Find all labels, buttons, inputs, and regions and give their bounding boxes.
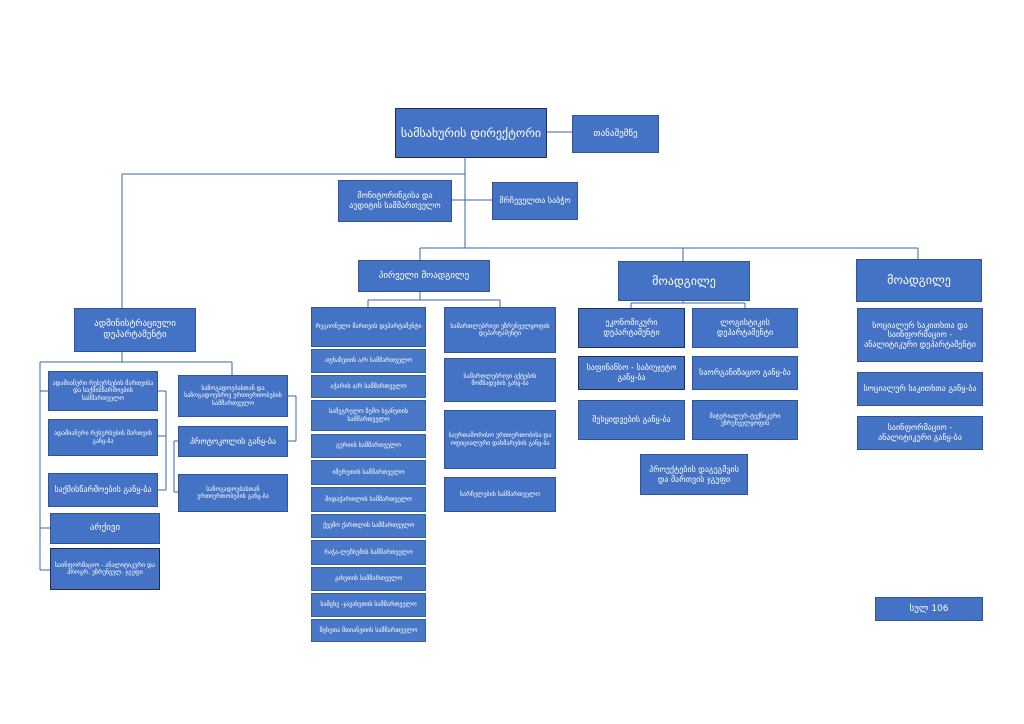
regional-unit-imereti: იმერეთის სამმართველო (311, 460, 426, 485)
regional-unit-guria: გურიის სამმართველო (311, 434, 426, 458)
legal-acts-division-box: სამართლებრივი აქტების მომზადების განყ-ბა (444, 358, 556, 402)
finance-division-box: საფინანსო - საბიუჯეტო განყ-ბა (578, 356, 685, 390)
deputy-box-2: მოადგილე (856, 259, 982, 302)
protocol-division-box: პროტოკოლის განყ-ბა (178, 426, 288, 457)
assistant-box: თანაშემწე (572, 115, 659, 153)
economic-department-box: ეკონომიკური დეპარტამენტი (578, 308, 685, 348)
regional-unit-samtskhe: სამცხე -ჯავახეთის სამმართველო (311, 593, 426, 617)
monitoring-audit-box: მონიტორინგისა და აუდიტის სამმართველო (338, 180, 452, 222)
regional-unit-abkhazia: აფხაზეთის ა/რ სამმართველო (311, 349, 426, 373)
claims-unit-box: სარჩელების სამმართველო (444, 477, 556, 512)
social-analytics-division-box: საინფორმაციო - ანალიტიკური განყ-ბა (857, 416, 983, 450)
staff-total-box: სულ 106 (875, 597, 983, 621)
advisory-council-box: მრჩეველთა საბჭო (492, 182, 578, 220)
public-relations-division-box: საზოგადოებასთან ურთიერთობების განყ-ბა (178, 474, 288, 512)
regional-unit-adjara: აჭარის ა/რ სამმართველო (311, 375, 426, 398)
admin-department-box: ადმინისტრაციული დეპარტამენტი (74, 308, 196, 352)
legal-department-box: სამართლებრივი უზრუნველყოფის დეპარტამენტი (444, 307, 556, 353)
social-issues-division-box: სოციალურ საკითხთა განყ-ბა (857, 372, 983, 406)
director-box: სამსახურის დირექტორი (395, 108, 547, 158)
regional-department-box: რეგიონული მართვის დეპარტამენტი (311, 307, 426, 347)
material-support-box: მატერიალურ-ტექნიკური უზრუნველყოფის (692, 400, 798, 440)
procurement-division-box: შესყიდვების განყ-ბა (578, 400, 685, 440)
logistics-department-box: ლოგისტიკის დეპარტამენტი (692, 308, 798, 348)
international-division-box: საერთაშორისო ურთიერთობისა და ოფიციალური … (444, 410, 556, 469)
regional-unit-mtskheta: მცხეთა მთიანეთის სამმართველო (311, 619, 426, 642)
first-deputy-box: პირველი მოადგილე (358, 260, 490, 292)
regional-unit-kvemo-kartli: ქვემო ქართლის სამმართველო (311, 514, 426, 538)
projects-group-box: პროექტების დაგეგმვის და მართვის ჯგუფი (640, 454, 748, 495)
regional-unit-samegrelo: სამეგრელო ზემო სვანეთის სამმართველო (311, 400, 426, 431)
hr-division-box: ადამიანური რესურსების მართვის განყ-ბა (48, 419, 158, 456)
regional-unit-racha: რაჭა-ლეჩხუმის სამმართველო (311, 540, 426, 565)
regional-unit-shida-kartli: შიდაქართლის სამმართველო (311, 487, 426, 512)
records-division-box: საქმისწარმოების განყ-ბა (48, 473, 158, 507)
social-department-box: სოციალურ საკითხთა და საინფორმაციო - ანალ… (857, 308, 983, 362)
regional-unit-kakheti: კახეთის სამმართველო (311, 567, 426, 591)
info-analytics-group-box: საინფორმაციო - ანალიტიკური და პროგრ. უზრ… (50, 548, 160, 590)
hr-records-unit-box: ადამიანური რესურსების მართვისა და საქმის… (48, 371, 158, 411)
archive-box: არქივი (50, 513, 160, 544)
deputy-box-1: მოადგილე (618, 261, 750, 301)
public-relations-unit-box: საზოგადოებასთან და საზოგადოებრივ ურთიერთ… (178, 375, 288, 417)
organizational-division-box: საორგანიზაციო განყ-ბა (692, 356, 798, 390)
